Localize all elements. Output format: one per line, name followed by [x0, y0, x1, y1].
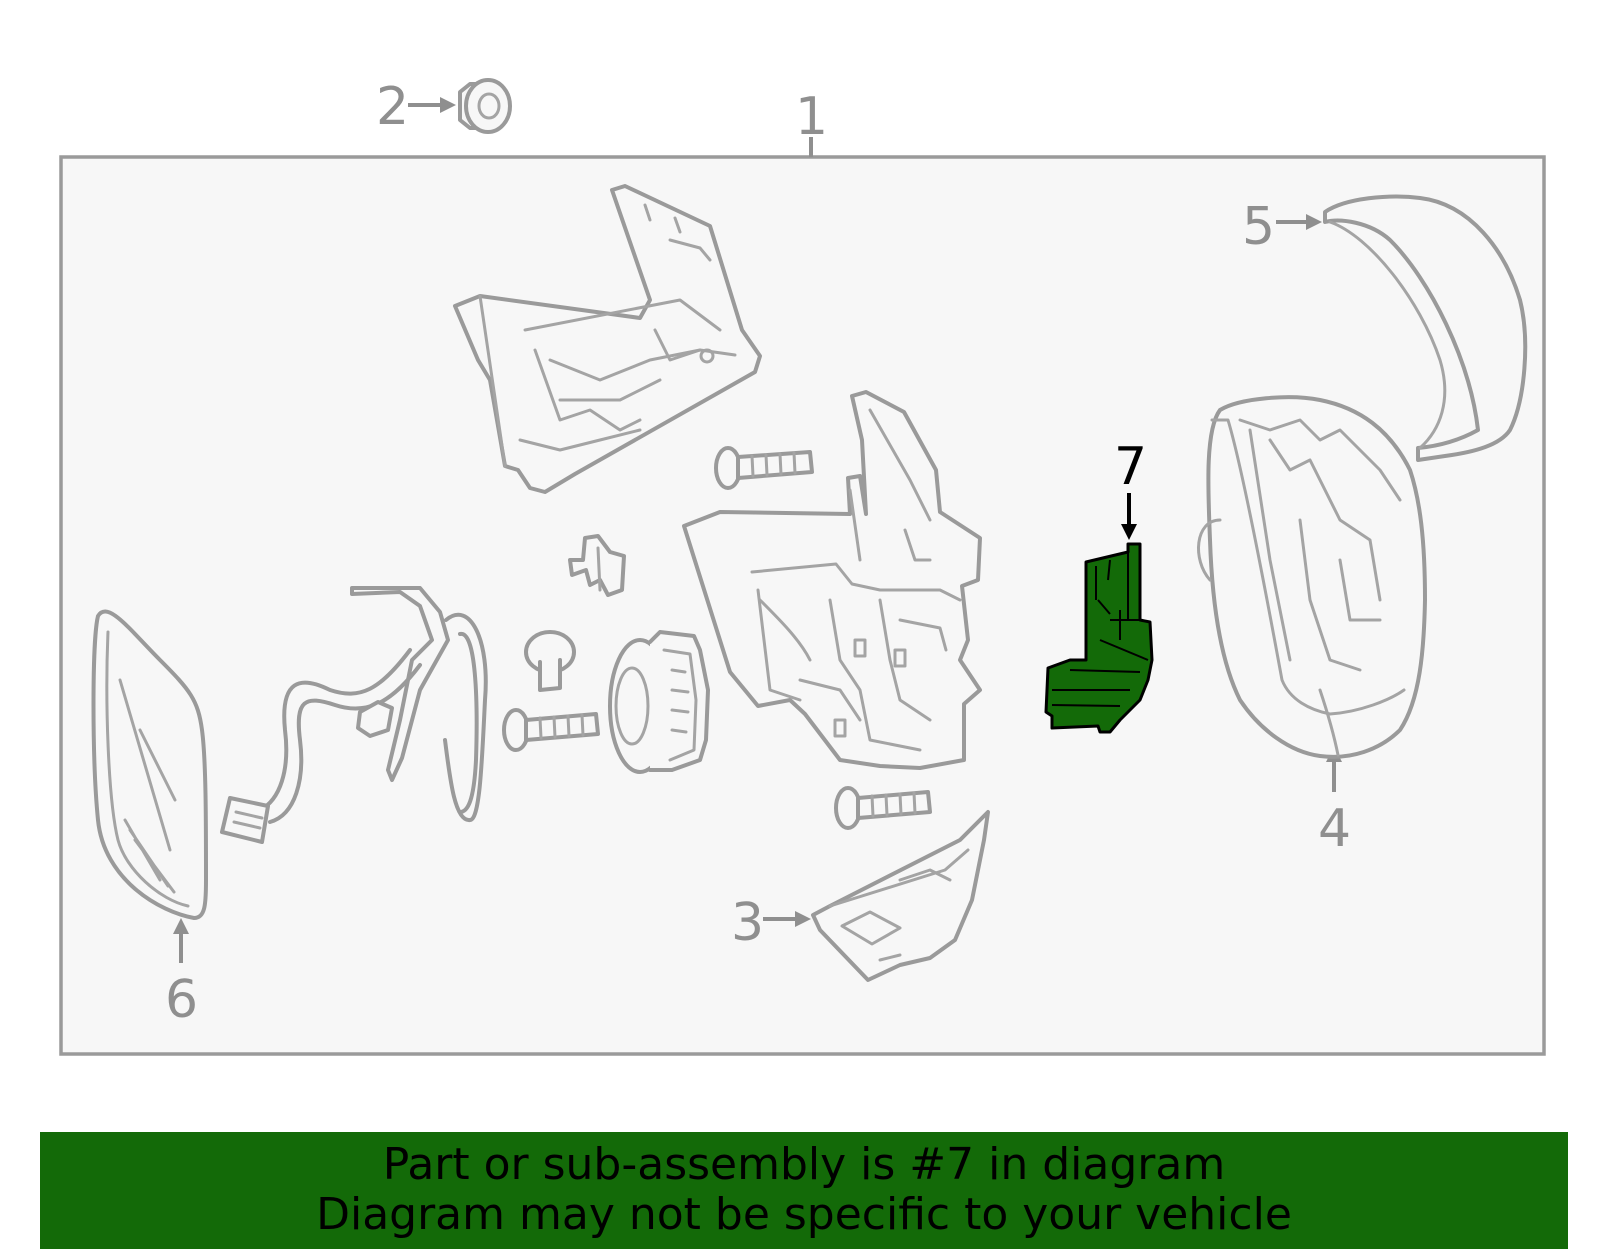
mirror-glass-part-6 [91, 609, 208, 920]
callout-7: 7 [1114, 437, 1147, 497]
callout-3: 3 [731, 893, 764, 953]
callout-4: 4 [1318, 799, 1351, 859]
callout-2-arrow [408, 97, 456, 113]
screw-lower [834, 786, 932, 830]
turn-signal-part-7[interactable] [1044, 542, 1154, 734]
callout-2: 2 [376, 77, 409, 137]
info-banner: Part or sub-assembly is #7 in diagram Di… [40, 1132, 1568, 1249]
upper-bracket [453, 184, 762, 494]
callout-1: 1 [795, 87, 828, 147]
banner-line-2: Diagram may not be specific to your vehi… [316, 1189, 1292, 1240]
mirror-motor [608, 630, 710, 774]
screw-middle [502, 708, 600, 752]
callout-7-arrow [1121, 493, 1137, 540]
callout-3-arrow [763, 911, 811, 927]
callout-5: 5 [1242, 197, 1275, 257]
mirror-housing-part-4 [1197, 395, 1427, 759]
callout-6: 6 [165, 970, 198, 1030]
callout-5-arrow [1276, 214, 1322, 230]
banner-line-1: Part or sub-assembly is #7 in diagram [382, 1139, 1226, 1190]
grommet-part-2 [458, 78, 512, 134]
lower-cover-part-3 [811, 810, 990, 982]
mirror-cap-part-5 [1323, 194, 1528, 462]
callout-6-arrow [173, 918, 189, 963]
pivot-pin [524, 630, 576, 692]
small-clip [568, 534, 626, 597]
screw-upper [714, 446, 814, 490]
mirror-base [682, 390, 982, 770]
wire-harness [220, 586, 488, 844]
